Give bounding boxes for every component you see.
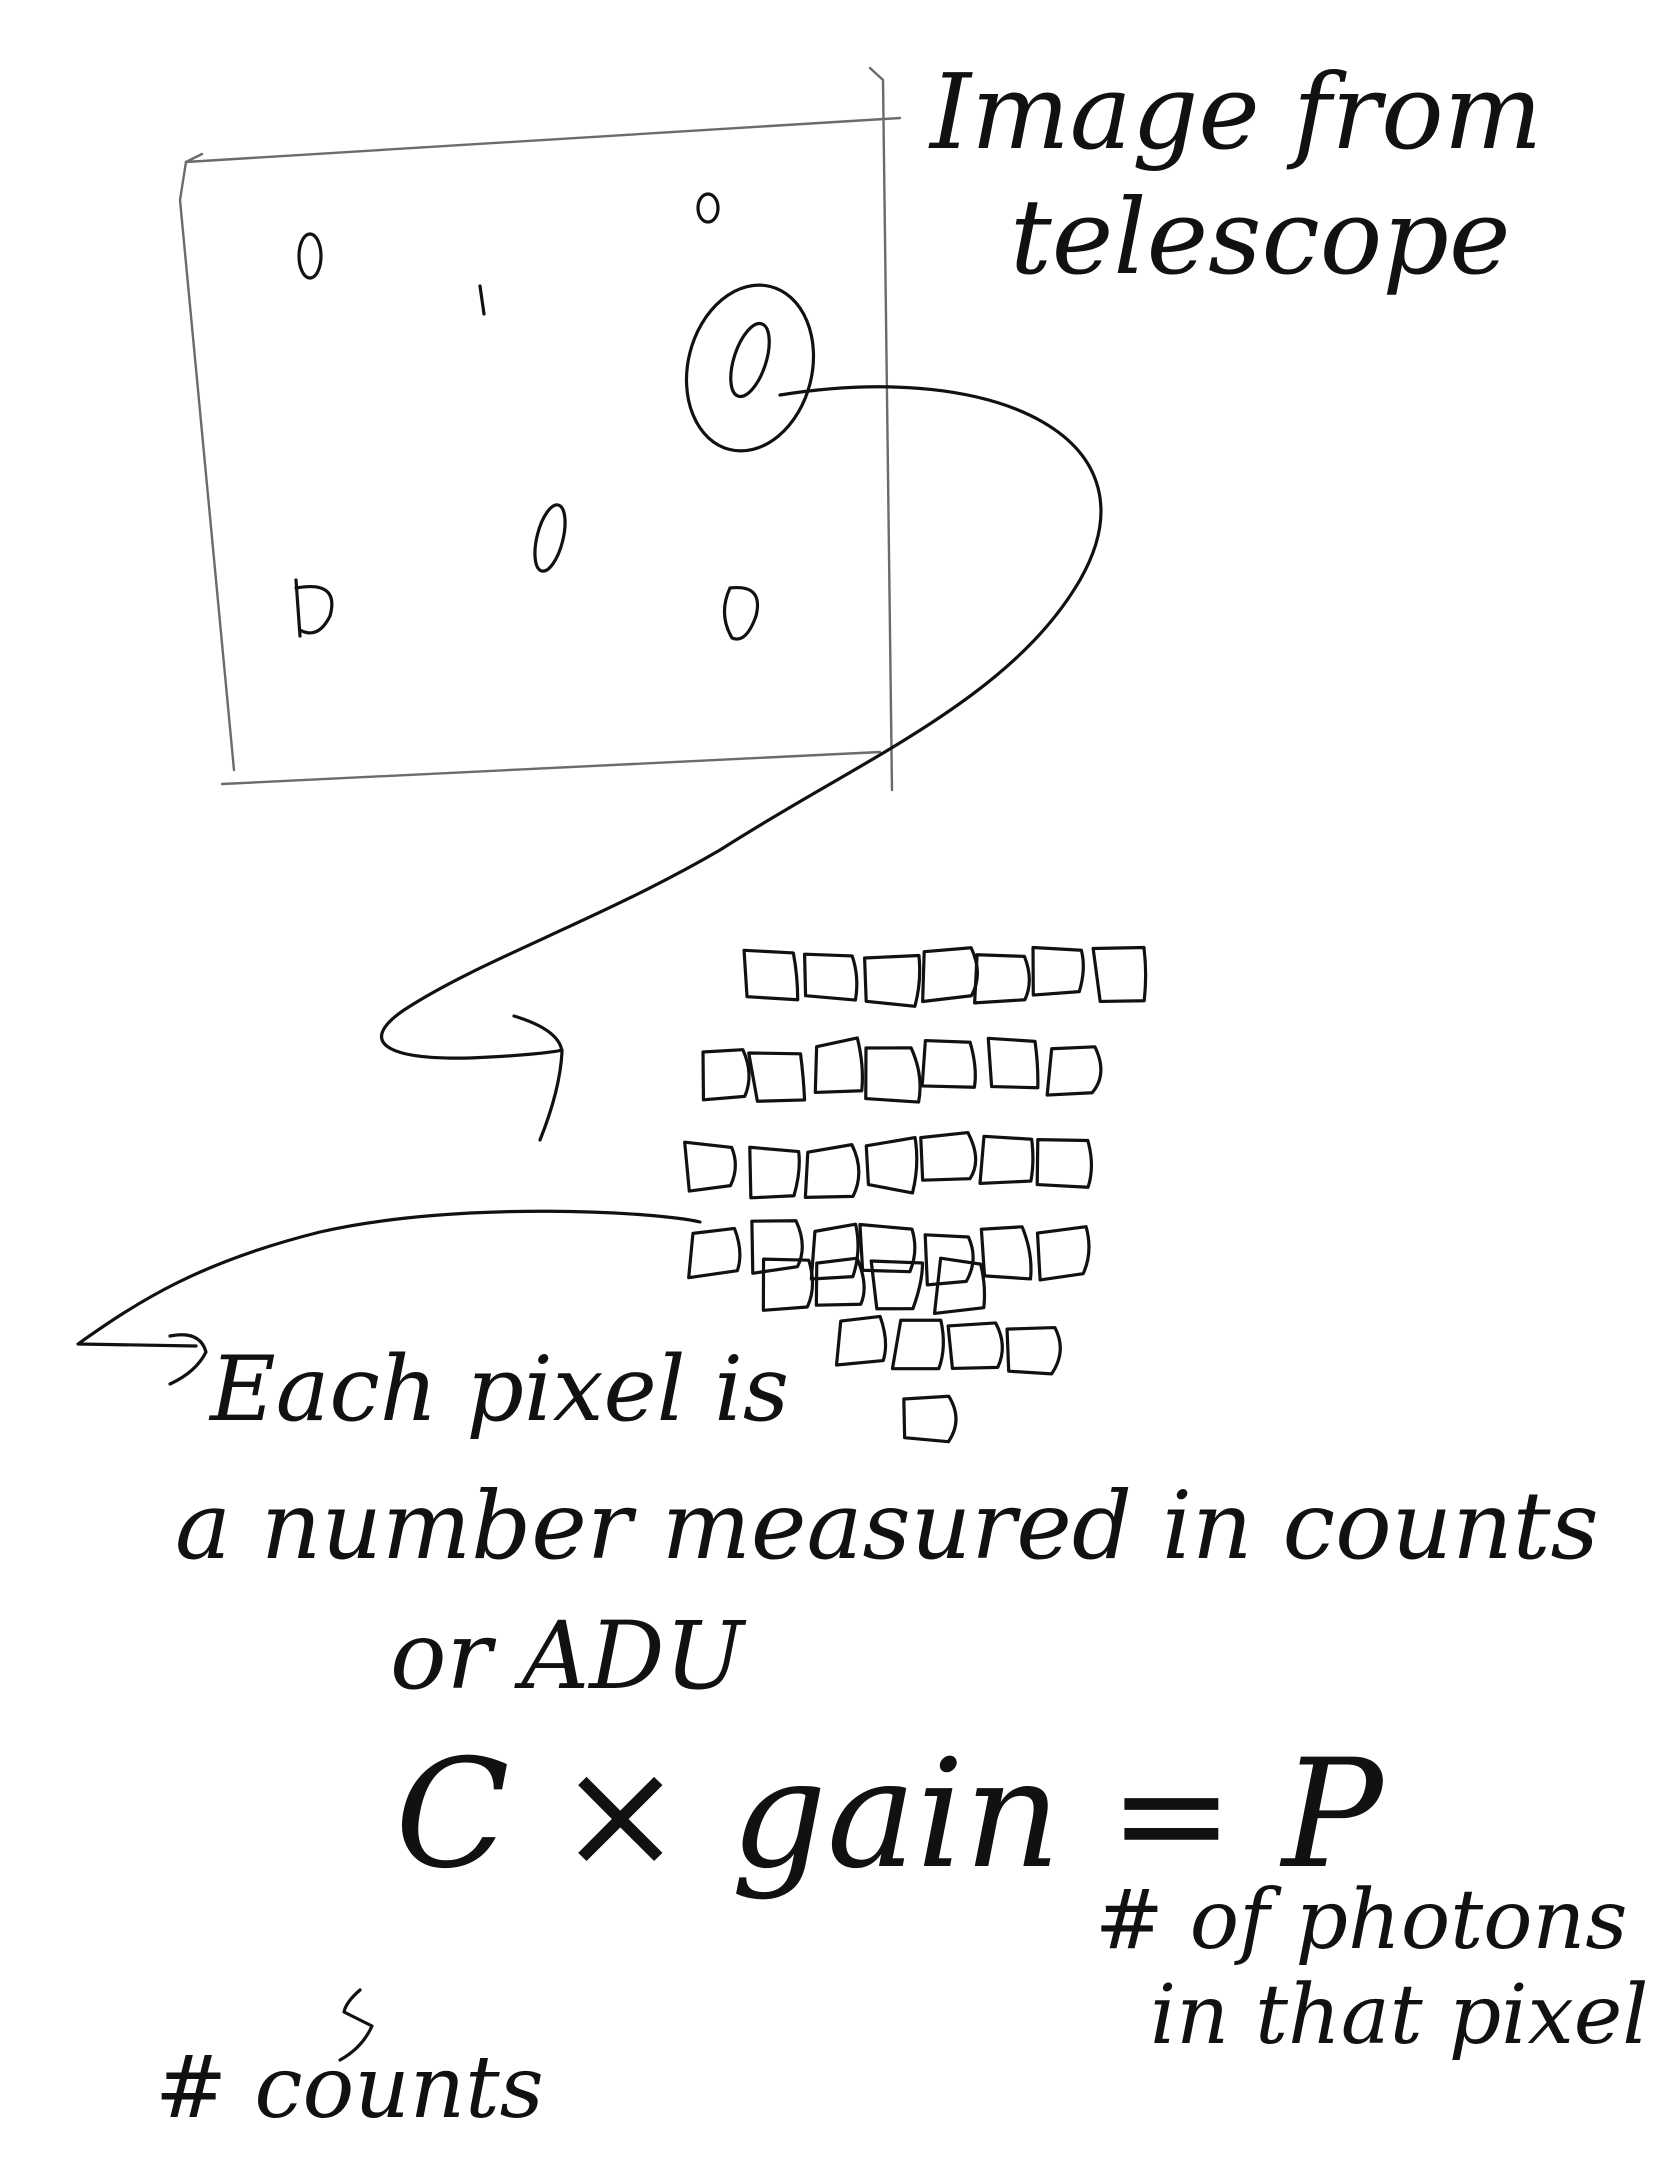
pixel-cell [747, 1051, 807, 1103]
pixel-cell [869, 1259, 925, 1311]
pixel-cell [1045, 1045, 1103, 1097]
pixel-cell [701, 1048, 751, 1102]
frame-right-edge [868, 66, 894, 792]
star-highlighted [729, 321, 771, 399]
star-highlight-circle [684, 283, 816, 453]
pixel-cell [1005, 1325, 1062, 1376]
pixel-cell [978, 1134, 1035, 1186]
pixel-cell [979, 1225, 1033, 1281]
pixel-cell [809, 1222, 860, 1281]
star-3 [478, 284, 486, 316]
frame-top-edge [184, 116, 902, 164]
photons-label-line2: in that pixel [1150, 1968, 1649, 2063]
pixel-grid [683, 945, 1148, 1444]
pixel-cell [932, 1256, 987, 1316]
pixel-cell [750, 1219, 804, 1275]
or-adu-text: or ADU [390, 1602, 744, 1711]
pixel-cell [803, 1143, 861, 1199]
caption-arrow-curve [76, 1209, 702, 1348]
pixel-cell [864, 1046, 922, 1104]
image-title-line2: telescope [1010, 176, 1511, 298]
pixel-cell [742, 948, 800, 1002]
pixel-cell [1035, 1225, 1091, 1282]
star-5 [294, 578, 334, 638]
pixel-cell [890, 1318, 945, 1371]
gain-equation: C × gain = P [395, 1728, 1383, 1902]
pixel-cell [862, 953, 922, 1008]
frame-left-edge [178, 160, 236, 772]
caption-arrow-head [168, 1333, 208, 1386]
pixel-cell [761, 1257, 815, 1312]
pixel-cell [834, 1314, 888, 1367]
number-measured-text: a number measured in counts [175, 1472, 1599, 1581]
star-6 [722, 585, 759, 641]
pixel-cell [1031, 945, 1085, 997]
image-title-line1: Image from [930, 51, 1543, 173]
pixel-cell [814, 1256, 866, 1307]
each-pixel-text: Each pixel is [210, 1337, 790, 1442]
pixel-cell [920, 1038, 977, 1089]
pixel-cell [946, 1321, 1004, 1371]
pixel-cell [683, 1140, 737, 1193]
photons-label-line1: # of photons [1095, 1873, 1628, 1968]
pixel-cell [858, 1222, 917, 1274]
pixel-cell [1091, 945, 1148, 1004]
pixel-cell [813, 1036, 865, 1095]
pixel-cell [802, 952, 859, 1002]
zoom-arrow-head [512, 1014, 564, 1142]
star-field [294, 192, 816, 641]
counts-label: # counts [155, 2038, 544, 2138]
star-1 [297, 232, 323, 280]
pixel-cell [902, 1394, 958, 1444]
pixel-cell [1035, 1137, 1094, 1189]
star-4 [533, 503, 567, 573]
pixel-cell [986, 1036, 1040, 1090]
pixel-cell [973, 953, 1031, 1005]
pixel-cell [921, 946, 980, 1004]
star-2 [696, 192, 720, 224]
pixel-cell [748, 1145, 801, 1200]
telescope-image-frame [178, 66, 902, 792]
frame-corner-mark [184, 152, 204, 164]
zoom-arrow-curve [380, 385, 1103, 1060]
counts-pointer [338, 1988, 374, 2062]
pixel-cell [864, 1135, 919, 1195]
pixel-cell [687, 1226, 742, 1280]
frame-bottom-edge [220, 750, 882, 786]
pixel-cell [919, 1130, 978, 1182]
